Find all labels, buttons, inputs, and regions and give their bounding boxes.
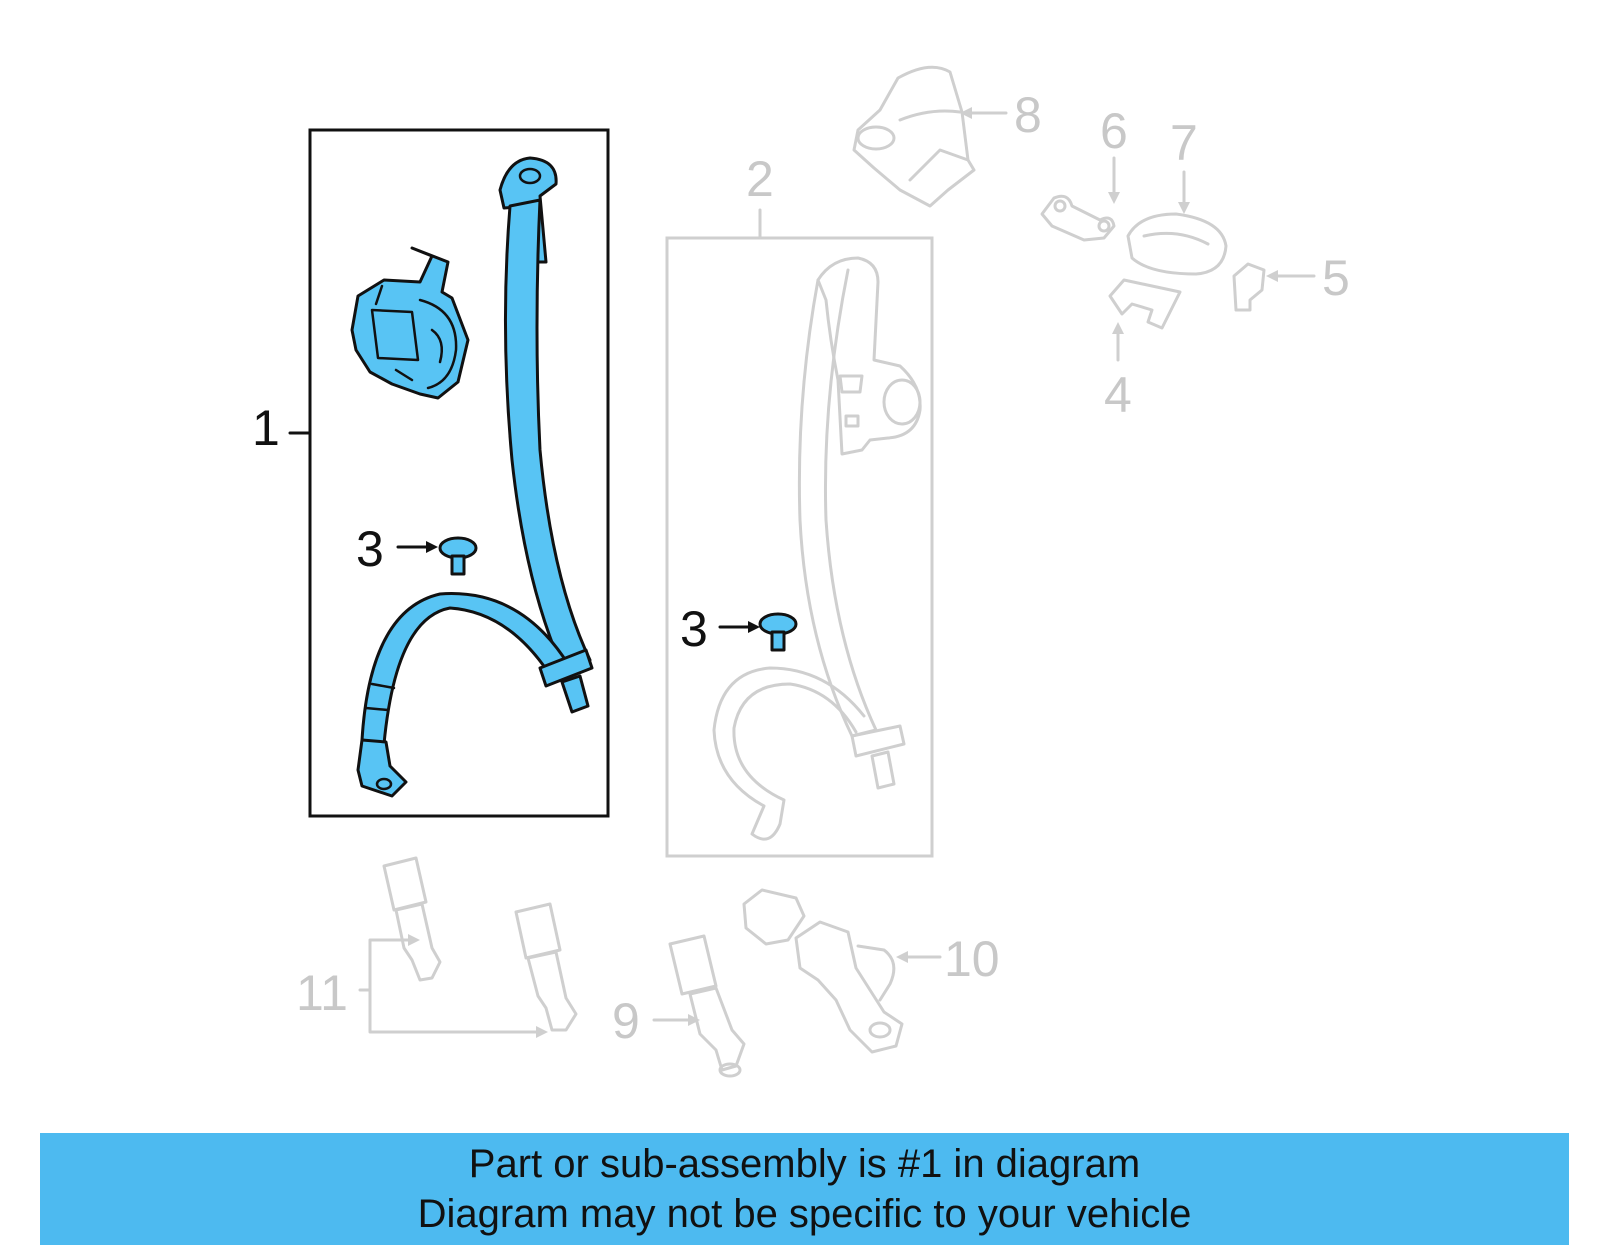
callout-11-arrowhead-a bbox=[408, 934, 420, 946]
callout-4-arrowhead bbox=[1112, 322, 1124, 334]
part-1-retractor[interactable] bbox=[350, 246, 470, 400]
callout-8[interactable]: 8 bbox=[1014, 87, 1042, 143]
callout-7-arrowhead bbox=[1178, 202, 1190, 214]
callout-11[interactable]: 11 bbox=[296, 965, 348, 1021]
callout-1[interactable]: 1 bbox=[252, 400, 280, 456]
part-10-buckle[interactable] bbox=[742, 888, 904, 1054]
callout-7[interactable]: 7 bbox=[1170, 115, 1198, 171]
part-7-cover[interactable] bbox=[1126, 212, 1228, 276]
part-2-belt-assembly[interactable] bbox=[712, 256, 922, 841]
callout-3a-arrowhead bbox=[426, 541, 438, 553]
callout-6[interactable]: 6 bbox=[1100, 103, 1128, 159]
part-6-clip[interactable] bbox=[1040, 194, 1116, 242]
callout-11-leader bbox=[358, 938, 542, 1034]
part-11-buckle-left[interactable] bbox=[382, 856, 442, 982]
callout-11-arrowhead-b bbox=[536, 1026, 548, 1038]
banner-line-2: Diagram may not be specific to your vehi… bbox=[417, 1192, 1192, 1236]
callout-6-arrowhead bbox=[1108, 192, 1120, 204]
callout-5[interactable]: 5 bbox=[1322, 250, 1350, 306]
part-3-bolt-b[interactable] bbox=[758, 612, 798, 652]
banner-line-1: Part or sub-assembly is #1 in diagram bbox=[468, 1142, 1141, 1186]
part-1-frame bbox=[308, 128, 610, 818]
callout-8-arrowhead bbox=[960, 107, 972, 119]
part-1-belt-webbing[interactable] bbox=[356, 156, 594, 798]
callout-10-arrowhead bbox=[896, 951, 908, 963]
callout-5-arrowhead bbox=[1266, 270, 1278, 282]
part-9-buckle[interactable] bbox=[668, 934, 746, 1078]
part-5-clip[interactable] bbox=[1232, 262, 1266, 312]
part-8-bracket[interactable] bbox=[852, 65, 976, 208]
callout-9-arrowhead bbox=[688, 1014, 700, 1026]
callout-3b-arrowhead bbox=[748, 621, 760, 633]
part-2-frame bbox=[665, 236, 934, 858]
callout-9[interactable]: 9 bbox=[612, 993, 640, 1049]
callout-3b[interactable]: 3 bbox=[680, 601, 708, 657]
info-banner: Part or sub-assembly is #1 in diagram Di… bbox=[40, 1133, 1569, 1245]
callout-2[interactable]: 2 bbox=[746, 151, 774, 207]
callout-10[interactable]: 10 bbox=[944, 931, 1000, 987]
callout-4[interactable]: 4 bbox=[1104, 367, 1132, 423]
part-3-bolt-a[interactable] bbox=[438, 536, 478, 576]
callout-3a[interactable]: 3 bbox=[356, 521, 384, 577]
part-11-buckle-right[interactable] bbox=[514, 902, 578, 1032]
part-4-retainer[interactable] bbox=[1108, 278, 1182, 330]
